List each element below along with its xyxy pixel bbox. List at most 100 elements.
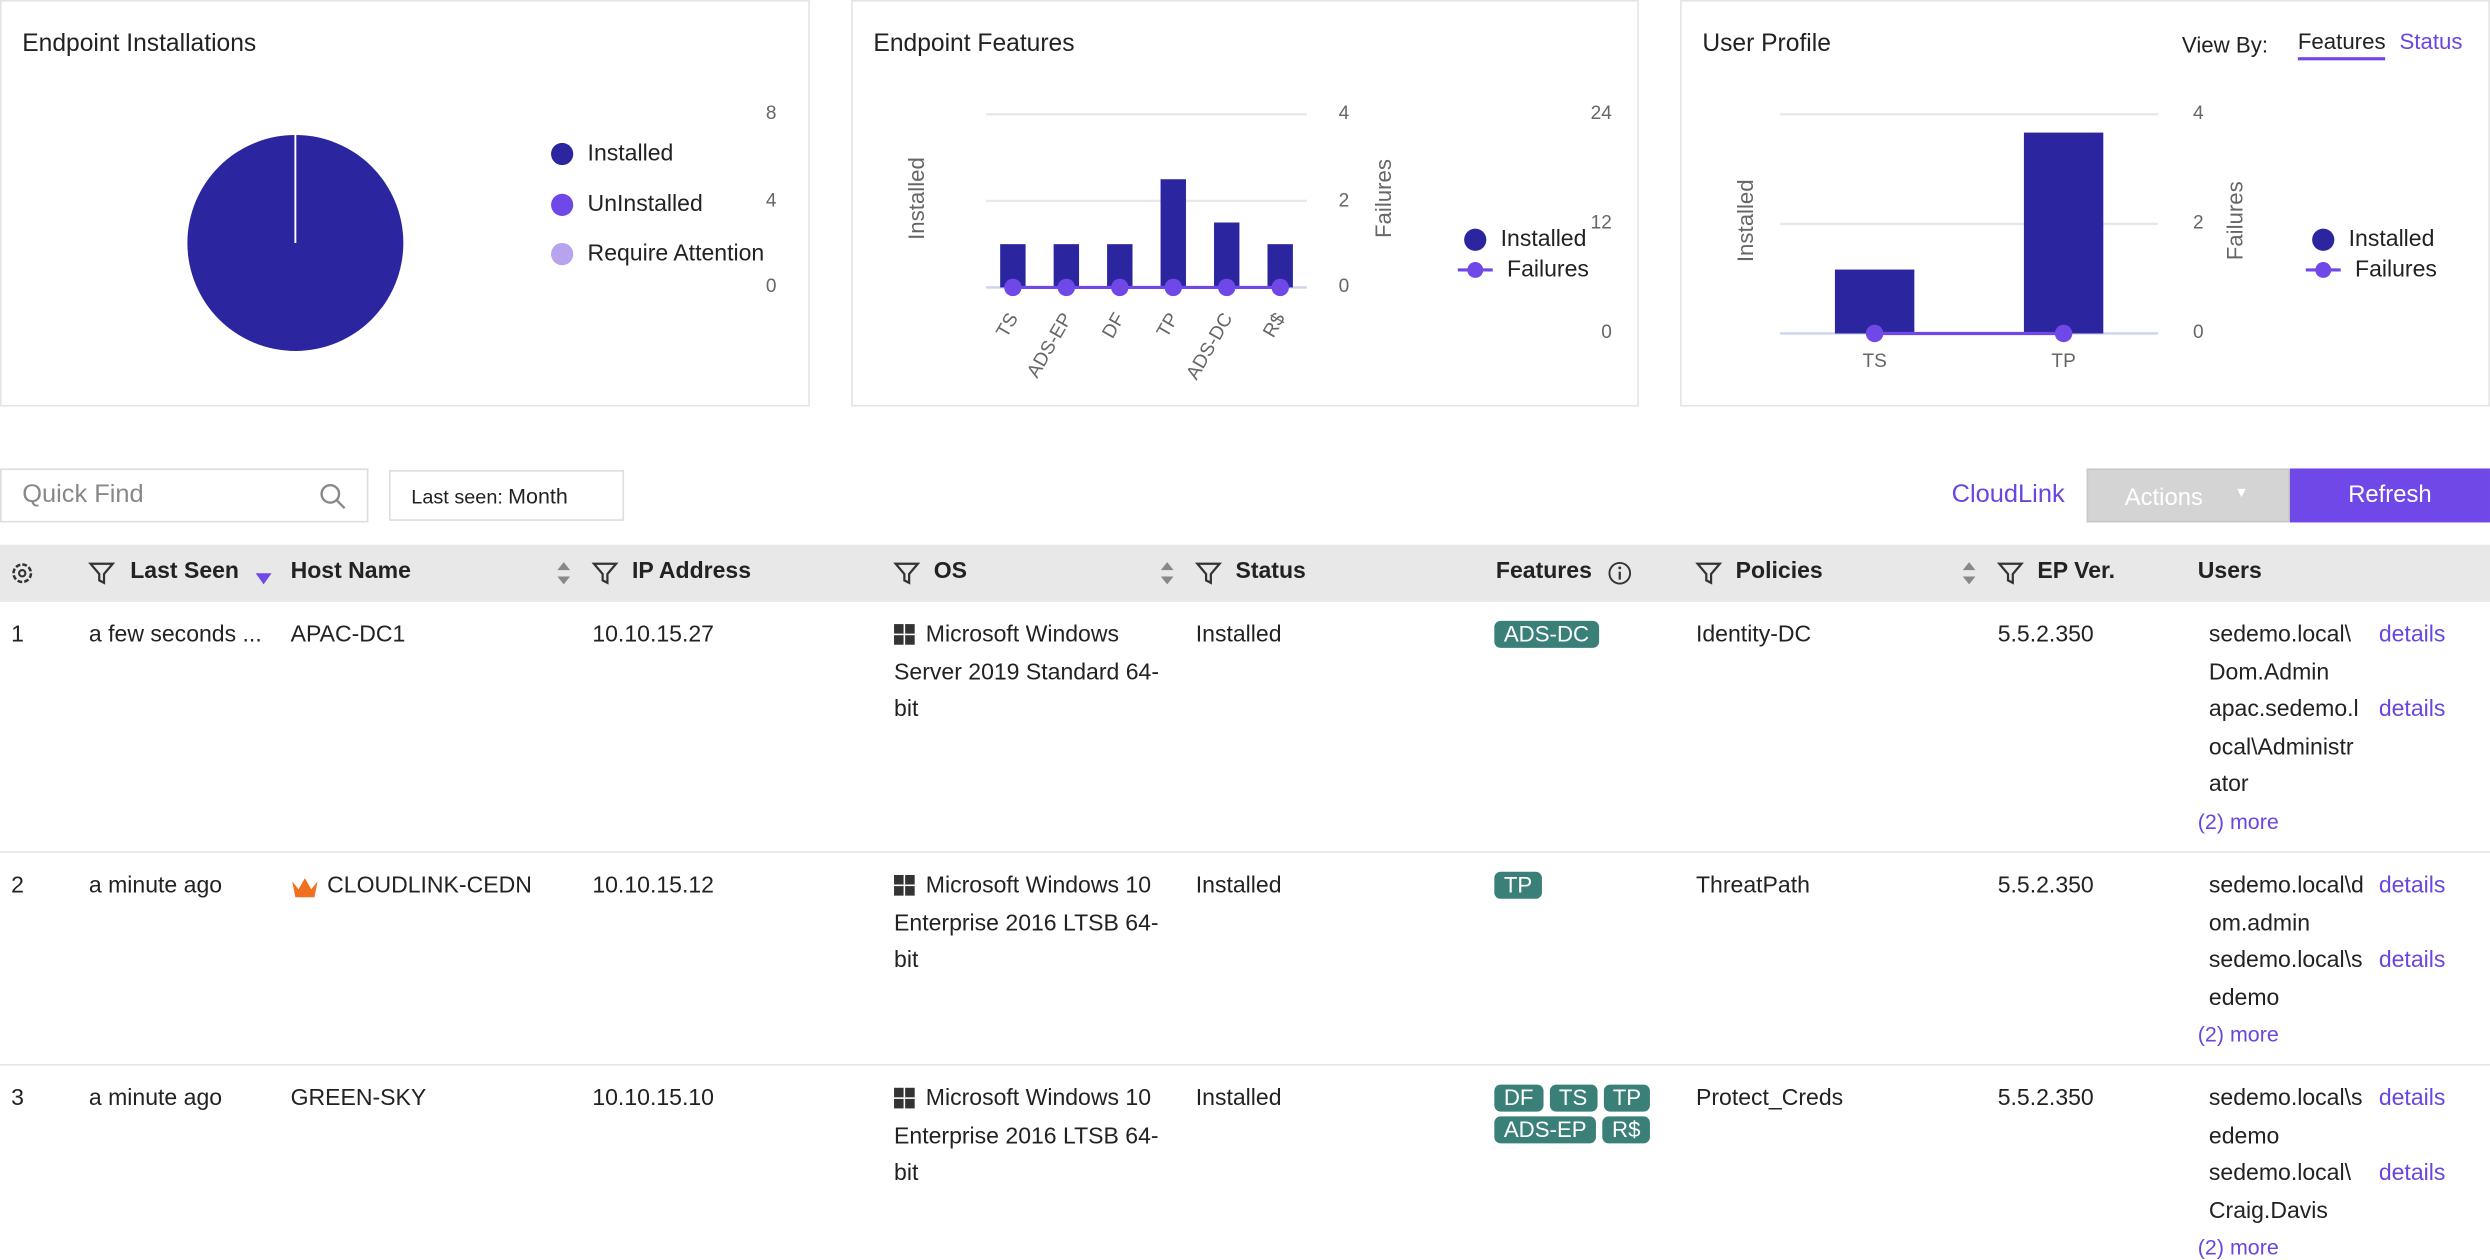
legend-label: Failures — [1507, 257, 1589, 283]
actions-label: Actions — [2124, 484, 2203, 512]
details-link[interactable]: details — [2378, 1160, 2446, 1187]
user-name-line: sedemo.local\d — [2208, 873, 2364, 899]
feature-badge: TP — [1494, 871, 1542, 899]
column-header-users[interactable]: Users — [2197, 558, 2262, 585]
info-icon[interactable] — [1607, 561, 1632, 586]
tab-features[interactable]: Features — [2297, 29, 2386, 61]
details-link[interactable]: details — [2378, 697, 2446, 723]
column-header-features[interactable]: Features — [1495, 558, 1592, 585]
legend-installed[interactable]: Installed — [551, 141, 673, 167]
column-header-last-seen[interactable]: Last Seen — [130, 558, 239, 585]
column-header-status[interactable]: Status — [1235, 558, 1306, 585]
failures-point[interactable] — [2054, 324, 2073, 343]
column-header-os[interactable]: OS — [933, 558, 968, 585]
failures-point[interactable] — [1271, 278, 1289, 297]
legend-failures[interactable]: Failures — [1457, 257, 1589, 283]
windows-icon — [894, 624, 915, 645]
legend-line-icon — [2305, 262, 2341, 278]
legend-dot-icon — [551, 242, 574, 266]
failures-point[interactable] — [1217, 278, 1236, 297]
os-cell: Microsoft Windows Server 2019 Standard 6… — [894, 622, 1160, 723]
bar-TP[interactable] — [2023, 132, 2104, 334]
more-users-link[interactable]: (2) more — [2197, 809, 2279, 833]
os-cell: Microsoft Windows 10 Enterprise 2016 LTS… — [894, 873, 1159, 974]
cloudlink-link[interactable]: CloudLink — [1951, 481, 2065, 509]
actions-button[interactable]: Actions ▼ — [2086, 468, 2290, 523]
user-name-line: Dom.Admin — [2208, 659, 2330, 686]
host-name-cell[interactable]: APAC-DC1 — [290, 622, 406, 648]
user-name-line: sedemo.local\s — [2208, 948, 2363, 974]
legend-installed[interactable]: Installed — [1464, 227, 1586, 252]
quick-find-input[interactable]: Quick Find — [0, 468, 369, 523]
details-link[interactable]: details — [2378, 873, 2446, 899]
column-header-policies[interactable]: Policies — [1735, 558, 1823, 585]
filter-icon[interactable] — [88, 561, 116, 586]
bar-TP[interactable] — [1160, 179, 1186, 288]
filter-icon[interactable] — [1194, 561, 1222, 586]
search-icon[interactable] — [319, 483, 348, 512]
policy-cell[interactable]: Protect_Creds — [1695, 1086, 1844, 1112]
refresh-button[interactable]: Refresh — [2289, 468, 2490, 523]
tab-status[interactable]: Status — [2399, 28, 2463, 54]
view-by-label: View By: — [2181, 31, 2269, 58]
sort-icon[interactable] — [1961, 561, 1977, 586]
user-name-line: apac.sedemo.l — [2208, 697, 2359, 723]
sort-icon[interactable] — [1159, 561, 1175, 586]
legend-dot-icon — [551, 193, 574, 216]
feature-badge: R$ — [1602, 1116, 1650, 1144]
filter-icon[interactable] — [1996, 561, 2024, 586]
column-header-ep-ver-[interactable]: EP Ver. — [2037, 558, 2116, 585]
legend-line-icon — [1457, 262, 1493, 278]
legend-uninstalled[interactable]: UnInstalled — [551, 192, 703, 218]
filter-icon[interactable] — [591, 561, 619, 586]
column-header-host-name[interactable]: Host Name — [290, 558, 411, 585]
ep-version-cell: 5.5.2.350 — [1997, 622, 2094, 648]
more-users-link[interactable]: (2) more — [2197, 1235, 2279, 1260]
row-number: 2 — [11, 873, 24, 899]
ip-address-cell: 10.10.15.10 — [592, 1086, 714, 1112]
details-link[interactable]: details — [2378, 948, 2446, 974]
last-seen-cell: a minute ago — [88, 1086, 223, 1112]
more-users-link[interactable]: (2) more — [2197, 1022, 2279, 1047]
failures-point[interactable] — [1865, 324, 1884, 343]
legend-installed[interactable]: Installed — [2312, 227, 2434, 252]
legend-require-attention[interactable]: Require Attention — [551, 241, 764, 267]
user-name-line: Craig.Davis — [2208, 1198, 2328, 1224]
policy-cell[interactable]: ThreatPath — [1695, 873, 1810, 899]
feature-badge: DF — [1494, 1084, 1544, 1112]
y-tick-label: 0 — [765, 274, 777, 297]
status-cell: Installed — [1195, 1086, 1282, 1112]
user-name: sedemo.local\Dom.Admin — [2209, 618, 2376, 693]
ip-address-cell: 10.10.15.12 — [592, 873, 714, 899]
failures-point[interactable] — [1111, 278, 1129, 297]
details-link[interactable]: details — [2378, 622, 2446, 648]
legend-failures[interactable]: Failures — [2305, 257, 2437, 283]
last-seen-select[interactable]: Last seen: Month — [389, 470, 625, 521]
column-header-ip-address[interactable]: IP Address — [632, 558, 752, 585]
sort-desc-icon[interactable] — [255, 573, 272, 586]
failures-point[interactable] — [1004, 278, 1022, 297]
y2-tick-label: 2 — [1338, 188, 1350, 211]
sort-icon[interactable] — [556, 561, 572, 586]
legend-dot-icon — [2312, 228, 2335, 251]
bar-TS[interactable] — [1834, 269, 1915, 334]
failures-point[interactable] — [1164, 278, 1183, 297]
policy-cell[interactable]: Identity-DC — [1695, 622, 1812, 648]
host-name-cell[interactable]: CLOUDLINK-CEDN — [327, 873, 532, 899]
gear-icon[interactable] — [10, 561, 35, 586]
legend-dot-icon — [1464, 228, 1487, 251]
user-name-line: sedemo.local\ — [2208, 1160, 2351, 1187]
details-link[interactable]: details — [2378, 1086, 2446, 1112]
last-seen-cell: a few seconds ... — [88, 622, 262, 648]
filter-icon[interactable] — [893, 561, 921, 586]
features-cell: TP — [1494, 871, 1677, 904]
failures-point[interactable] — [1057, 278, 1076, 297]
bar-ADS-DC[interactable] — [1214, 222, 1240, 288]
filter-icon[interactable] — [1695, 561, 1723, 586]
host-name-cell[interactable]: GREEN-SKY — [290, 1086, 427, 1112]
crown-icon — [292, 878, 318, 898]
